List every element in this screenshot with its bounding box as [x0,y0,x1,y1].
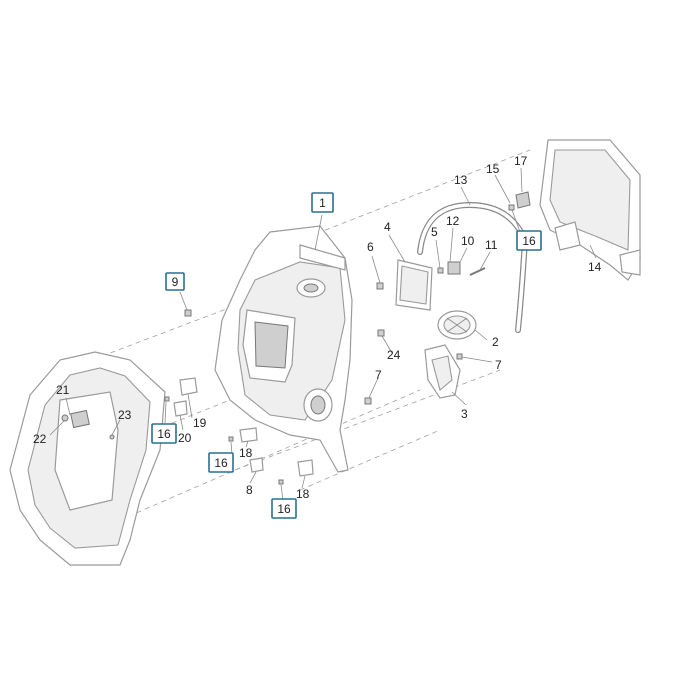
callout-16-b-text: 16 [214,456,228,470]
part-16-screw-a [164,396,170,402]
label-7b: 7 [495,358,502,372]
label-13: 13 [454,173,468,187]
part-12-screw [437,267,444,274]
part-17-clip [515,191,531,209]
label-4: 4 [384,220,391,234]
callout-1-box [311,192,334,213]
label-3: 3 [461,407,468,421]
callout-9-box [165,272,185,291]
part-19-clip [179,377,198,396]
callout-16-d-box [516,230,542,251]
callout-16-a: 16 [151,423,177,444]
label-12: 12 [446,214,460,228]
label-18a: 18 [239,446,253,460]
part-18-clip-b [297,459,314,477]
part-4-cover-panel [395,259,433,311]
label-19: 19 [193,416,207,430]
part-16-screw-d [508,204,515,211]
callout-16-c: 16 [271,498,297,519]
label-5: 5 [431,225,438,239]
callout-16-a-text: 16 [157,427,171,441]
part-16-screw-b [228,436,234,442]
callout-16-d-text: 16 [522,234,536,248]
part-1-leg-shield [214,225,353,473]
label-14: 14 [588,260,602,274]
callout-16-b: 16 [208,452,234,473]
hardware-parts [164,191,531,485]
part-23-inner-frame [9,351,166,566]
label-10: 10 [461,234,475,248]
label-23: 23 [118,408,132,422]
label-15: 15 [486,162,500,176]
label-7a: 7 [375,368,382,382]
part-2-cap [437,310,477,340]
part-3-bracket [424,344,461,399]
part-9-nut [184,309,192,317]
part-6-screw [376,282,384,290]
label-2: 2 [492,335,499,349]
part-7-screw-a [364,397,372,405]
leader-lines [49,167,597,501]
part-7-screw-b [456,353,463,360]
label-17: 17 [514,154,528,168]
label-11: 11 [485,238,498,252]
callout-9: 9 [165,272,185,291]
part-18-clip-a [239,427,258,443]
callout-labels: 1 9 16 16 16 16 2 3 4 5 6 7 7 8 10 11 [33,154,602,519]
label-18b: 18 [296,487,310,501]
part-14-rear-panel [539,139,641,281]
callout-16-d: 16 [516,230,542,251]
label-6: 6 [367,240,374,254]
callout-16-a-box [151,423,177,444]
part-8-clip [249,457,264,473]
part-13-trim-strip [417,201,529,333]
callout-16-c-text: 16 [277,502,291,516]
part-20-clip [173,400,188,417]
label-21: 21 [56,383,70,397]
callout-16-b-box [208,452,234,473]
label-22: 22 [33,432,47,446]
callout-1-text: 1 [319,196,326,210]
callout-9-text: 9 [172,275,179,289]
callout-16-c-box [271,498,297,519]
label-20: 20 [178,431,192,445]
part-10-clip [447,261,461,275]
callout-1: 1 [311,192,334,213]
part-11-rod [469,267,486,276]
part-24-screw [377,329,385,337]
label-24: 24 [387,348,401,362]
part-16-screw-c [278,479,284,485]
label-8: 8 [246,483,253,497]
